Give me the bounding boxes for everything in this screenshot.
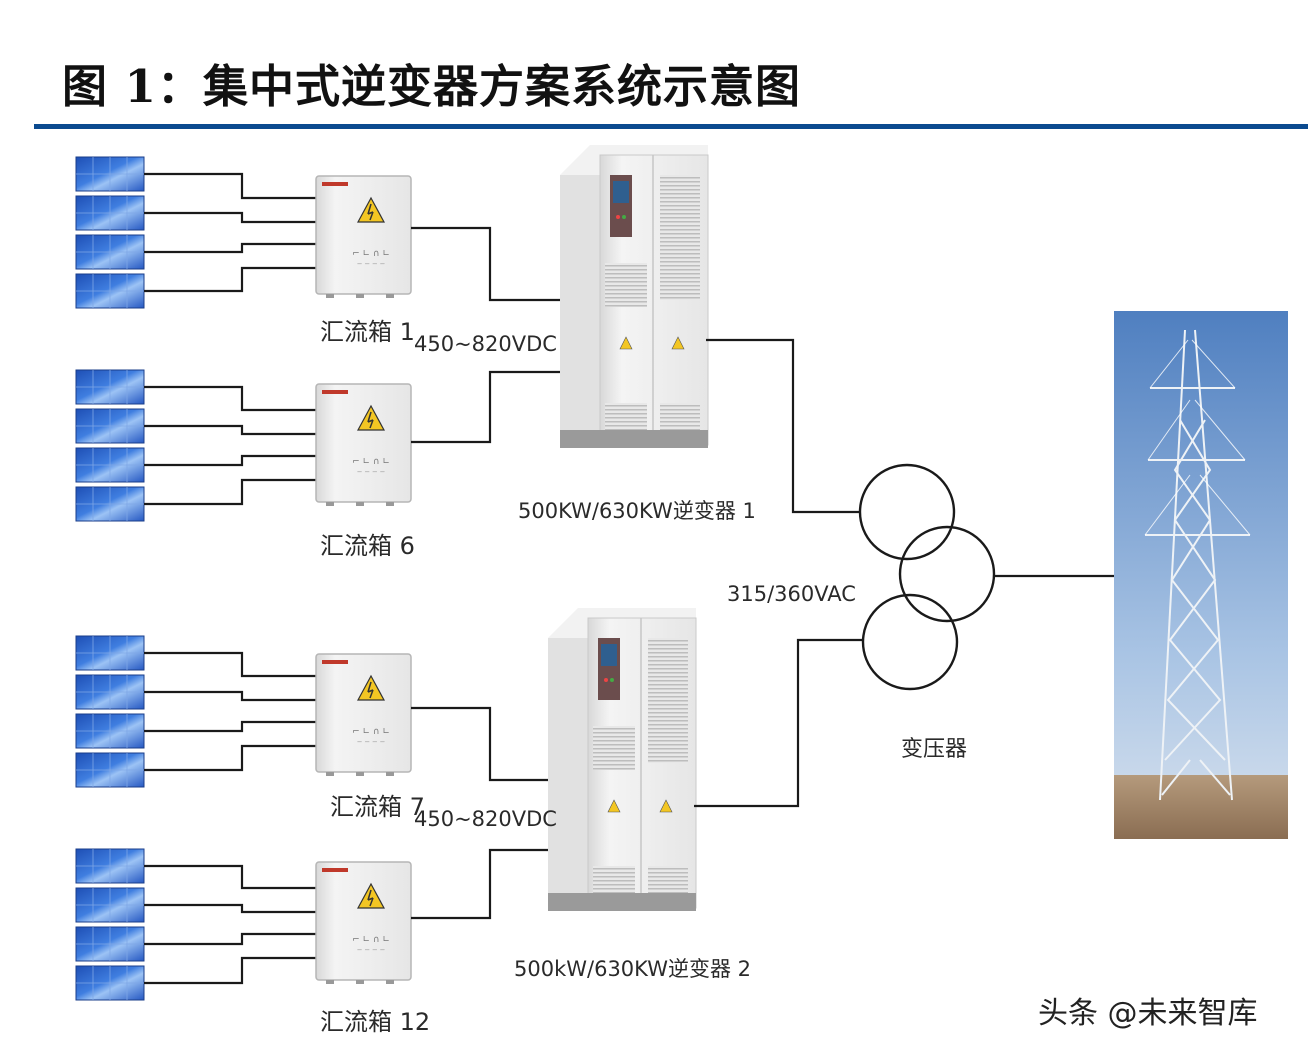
pv-array-group-6: [75, 369, 145, 522]
dc-wiring: [411, 226, 565, 920]
transformer-label: 变压器: [901, 737, 967, 762]
pv-array-group-7: [75, 635, 145, 788]
combiner-box-6: [315, 383, 412, 507]
pv-panel: [75, 965, 145, 1001]
pv-panel: [75, 408, 145, 444]
page-title: 图 1：集中式逆变器方案系统示意图: [62, 60, 801, 113]
transmission-tower-photo: [1114, 311, 1288, 839]
pv-panel: [75, 156, 145, 192]
inverter-1-label: 500KW/630KW逆变器 1: [518, 499, 756, 523]
combiner-1-label: 汇流箱 1: [320, 318, 415, 346]
pv-panel: [75, 635, 145, 671]
pv-panel: [75, 887, 145, 923]
inverter-cabinet-1: [559, 144, 709, 449]
dc-voltage-label-bottom: 450~820VDC: [414, 807, 557, 831]
pv-panel: [75, 273, 145, 309]
title-rule: [34, 124, 1308, 129]
combiner-box-7: [315, 653, 412, 777]
pv-panel: [75, 447, 145, 483]
dc-voltage-label-top: 450~820VDC: [414, 332, 557, 356]
pv-panel: [75, 486, 145, 522]
inverter-cabinet-2: [547, 607, 697, 912]
pv-panel: [75, 848, 145, 884]
pv-array-group-12: [75, 848, 145, 1001]
pv-panel: [75, 926, 145, 962]
ac-wiring: [694, 338, 1114, 808]
pv-panel: [75, 195, 145, 231]
pv-wiring: [144, 172, 316, 985]
combiner-box-12: [315, 861, 412, 985]
ac-voltage-label: 315/360VAC: [727, 582, 856, 606]
pv-panel: [75, 713, 145, 749]
watermark: 头条 @未来智库: [1038, 996, 1258, 1031]
pv-panel: [75, 369, 145, 405]
transformer-symbol: [858, 463, 996, 691]
inverter-2-label: 500kW/630KW逆变器 2: [514, 957, 751, 981]
pv-array-group-1: [75, 156, 145, 309]
combiner-box-1: [315, 175, 412, 299]
pv-panel: [75, 234, 145, 270]
pv-panel: [75, 674, 145, 710]
combiner-12-label: 汇流箱 12: [320, 1008, 430, 1036]
combiner-6-label: 汇流箱 6: [320, 532, 415, 560]
pv-panel: [75, 752, 145, 788]
combiner-7-label: 汇流箱 7: [330, 793, 425, 821]
